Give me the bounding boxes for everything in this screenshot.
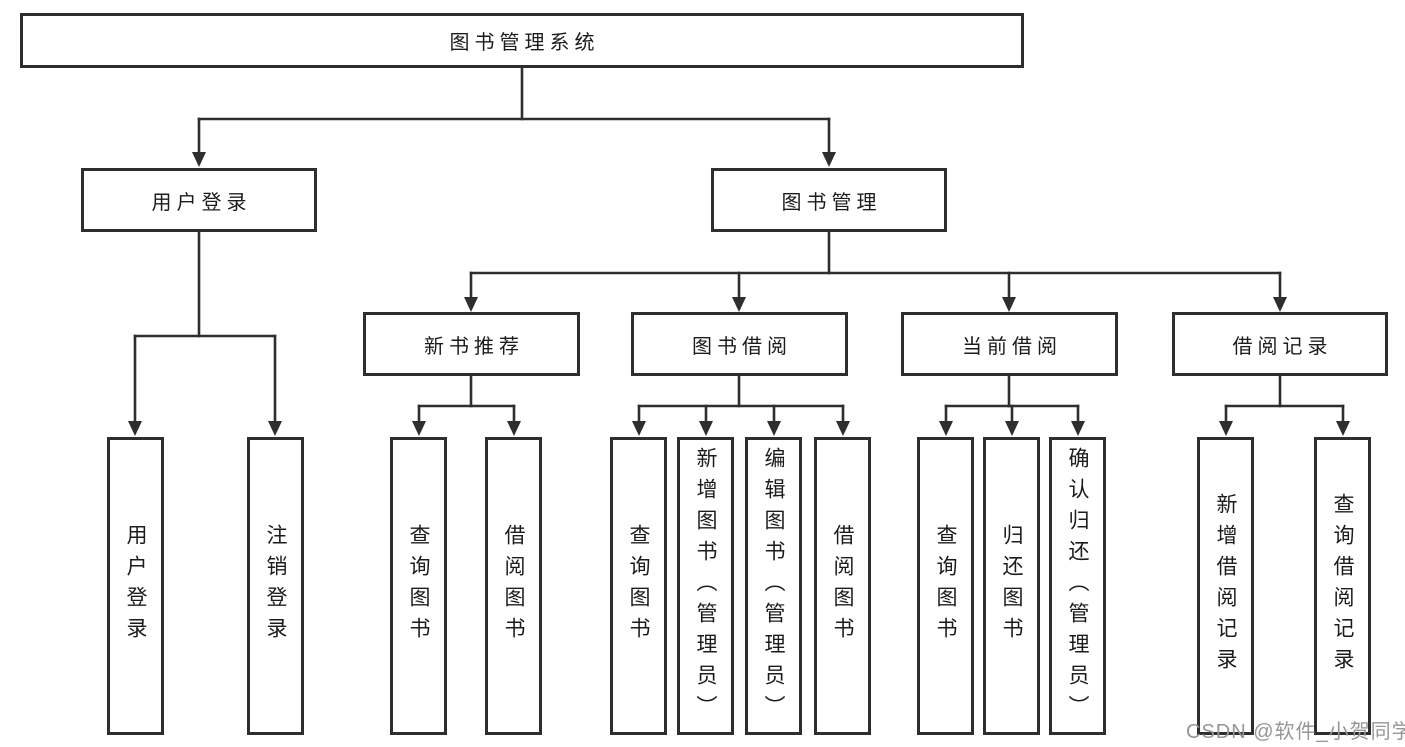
leaf-add-borrow-record-label: 新增借阅记录 — [1214, 493, 1237, 679]
watermark: CSDN @软件_小贺同学 — [1186, 721, 1405, 743]
leaf-query-books-current-label: 查询图书 — [934, 524, 957, 648]
leaf-add-borrow-record: 新增借阅记录 — [1197, 437, 1254, 735]
leaf-borrow-books-recommend: 借阅图书 — [485, 437, 542, 735]
leaf-query-borrow-record-label: 查询借阅记录 — [1331, 493, 1354, 679]
node-current-borrowing: 当前借阅 — [901, 312, 1118, 376]
leaf-confirm-return-admin-label: 确认归还（管理员） — [1066, 446, 1089, 726]
leaf-borrow-books-label: 借阅图书 — [831, 524, 854, 648]
connector-borrow-record-to-leaves — [1219, 374, 1350, 436]
node-user-login: 用户登录 — [81, 168, 317, 232]
leaf-user-login: 用户登录 — [107, 437, 164, 735]
leaf-query-books-recommend-label: 查询图书 — [407, 524, 430, 648]
leaf-user-login-label: 用户登录 — [124, 524, 147, 648]
leaf-logout-login: 注销登录 — [247, 437, 304, 735]
leaf-add-books-admin: 新增图书（管理员） — [677, 437, 734, 735]
node-library-system: 图书管理系统 — [20, 13, 1024, 68]
node-book-management: 图书管理 — [711, 168, 947, 232]
leaf-query-books-current: 查询图书 — [917, 437, 974, 735]
leaf-query-books-borrowing-label: 查询图书 — [627, 524, 650, 648]
connector-book-borrow-to-leaves — [632, 374, 850, 436]
leaf-query-books-recommend: 查询图书 — [390, 437, 447, 735]
connector-root-to-level2 — [192, 66, 836, 167]
leaf-add-books-admin-label: 新增图书（管理员） — [694, 446, 717, 726]
node-borrowing-records: 借阅记录 — [1172, 312, 1388, 376]
leaf-edit-books-admin: 编辑图书（管理员） — [745, 437, 802, 735]
node-book-borrowing: 图书借阅 — [631, 312, 848, 376]
connector-book-mgmt-to-level3 — [464, 230, 1287, 312]
leaf-borrow-books: 借阅图书 — [814, 437, 871, 735]
connector-current-borrow-to-leaves — [939, 374, 1085, 436]
leaf-logout-login-label: 注销登录 — [264, 524, 287, 648]
connector-new-book-to-leaves — [412, 374, 521, 436]
leaf-return-books: 归还图书 — [983, 437, 1040, 735]
leaf-query-books-borrowing: 查询图书 — [610, 437, 667, 735]
leaf-return-books-label: 归还图书 — [1000, 524, 1023, 648]
leaf-borrow-books-recommend-label: 借阅图书 — [502, 524, 525, 648]
leaf-query-borrow-record: 查询借阅记录 — [1314, 437, 1371, 735]
leaf-edit-books-admin-label: 编辑图书（管理员） — [762, 446, 785, 726]
connector-user-login-to-leaves — [128, 230, 282, 436]
leaf-confirm-return-admin: 确认归还（管理员） — [1049, 437, 1106, 735]
node-new-book-recommend: 新书推荐 — [363, 312, 580, 376]
